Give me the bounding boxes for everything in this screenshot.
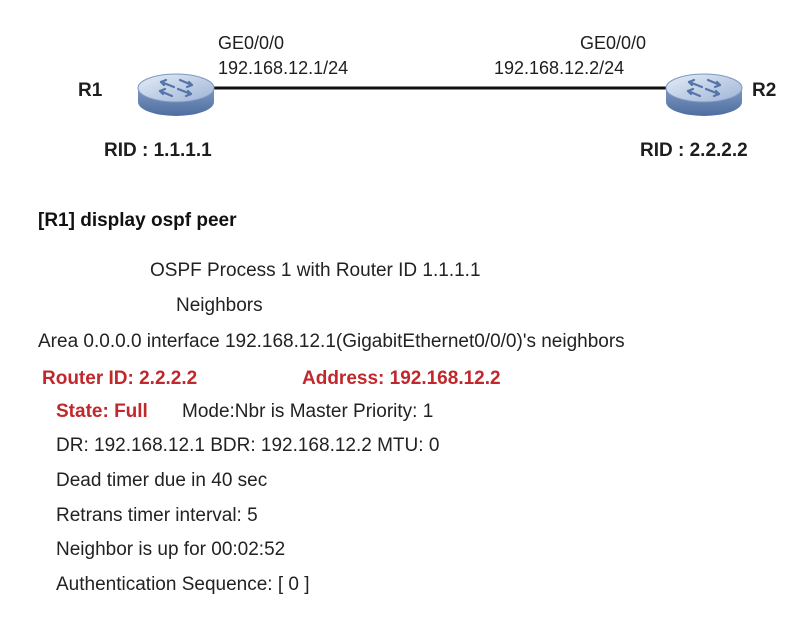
r2-rid: RID : 2.2.2.2 [640,140,748,161]
r2-name: R2 [752,80,777,101]
cli-command: [R1] display ospf peer [38,210,237,231]
cli-retrans: Retrans timer interval: 5 [56,505,258,526]
cli-auth: Authentication Sequence: [ 0 ] [56,574,310,595]
r2-ip: 192.168.12.2/24 [494,58,625,78]
cli-address: Address: 192.168.12.2 [302,368,501,389]
cli-process-line: OSPF Process 1 with Router ID 1.1.1.1 [150,260,481,281]
cli-state: State: Full [56,401,148,422]
cli-neighbors-heading: Neighbors [176,295,263,316]
r2-interface: GE0/0/0 [580,33,647,53]
cli-uptime: Neighbor is up for 00:02:52 [56,539,286,560]
cli-dr-line: DR: 192.168.12.1 BDR: 192.168.12.2 MTU: … [56,435,440,456]
topology-diagram [137,73,743,116]
cli-router-id: Router ID: 2.2.2.2 [42,368,198,389]
router-r1-icon [137,73,215,116]
cli-dead-timer: Dead timer due in 40 sec [56,470,268,491]
cli-mode-priority: Mode:Nbr is Master Priority: 1 [182,401,434,422]
r1-interface: GE0/0/0 [218,33,285,53]
router-r2-icon [665,73,743,116]
cli-area-line: Area 0.0.0.0 interface 192.168.12.1(Giga… [38,331,625,352]
r1-name: R1 [78,80,103,101]
r1-rid: RID : 1.1.1.1 [104,140,212,161]
r1-ip: 192.168.12.1/24 [218,58,349,78]
